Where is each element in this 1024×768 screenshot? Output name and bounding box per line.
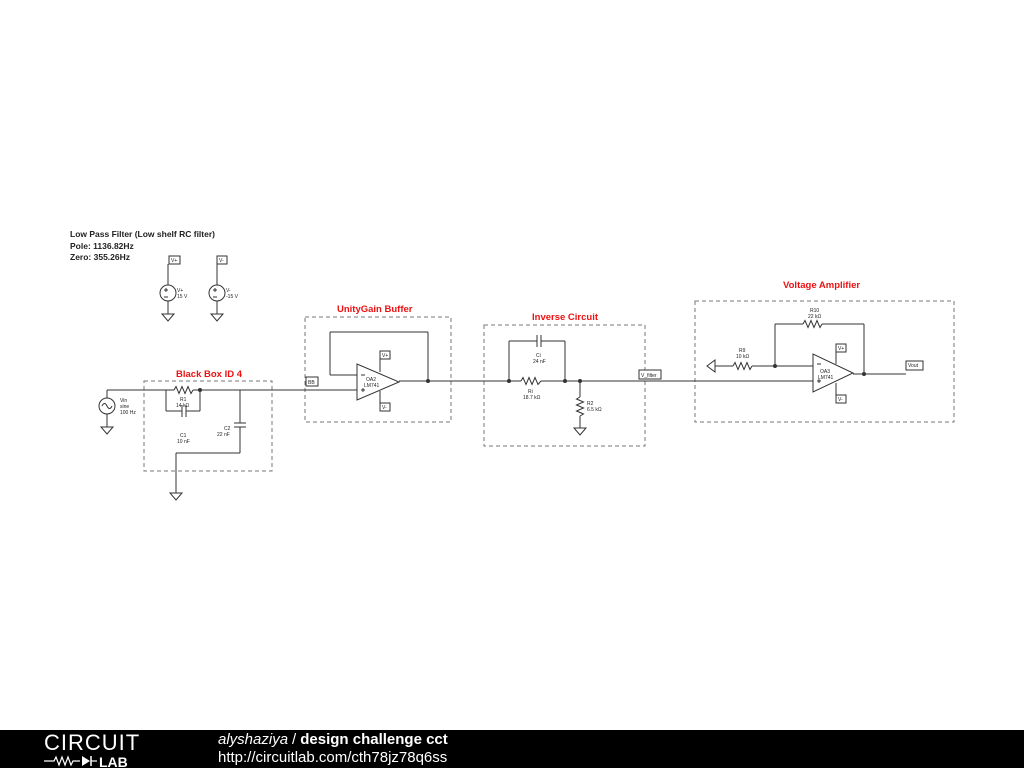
oa2-opamp[interactable] bbox=[356, 359, 401, 404]
r2-resistor bbox=[575, 396, 585, 417]
vplus-name: V+ bbox=[177, 288, 183, 294]
ri-value: 18.7 kΩ bbox=[523, 395, 541, 401]
oa3-vplus-label: V+ bbox=[838, 346, 844, 352]
r1-name: R1 bbox=[180, 397, 187, 403]
c1-value: 10 nF bbox=[177, 439, 190, 445]
ground-symbol bbox=[168, 492, 184, 501]
black-box-circuit bbox=[165, 385, 305, 501]
bb-tag bbox=[305, 376, 319, 387]
ri-resistor bbox=[520, 376, 542, 386]
logo-circuit-text: CIRCUIT bbox=[44, 730, 140, 755]
circuitlab-logo[interactable]: CIRCUIT LAB bbox=[44, 730, 174, 768]
oa3-opamp[interactable] bbox=[812, 351, 855, 396]
vminus-name: V- bbox=[226, 288, 231, 294]
vout-net-label: Vout bbox=[908, 363, 919, 369]
circuit-title: alyshaziya/design challenge cct bbox=[218, 731, 448, 748]
circuit-url[interactable]: http://circuitlab.com/cth78jz78q6ss bbox=[218, 749, 448, 766]
oa2-vplus-tag bbox=[379, 350, 391, 360]
buffer-outline bbox=[304, 316, 452, 423]
oa2-vminus-tag bbox=[379, 402, 391, 412]
oa3-model: LM741 bbox=[818, 375, 834, 381]
filter-note: Low Pass Filter (Low shelf RC filter) Po… bbox=[70, 229, 215, 264]
oa3-name: OA3 bbox=[820, 369, 830, 375]
buffer-title: UnityGain Buffer bbox=[337, 304, 413, 315]
r9-value: 10 kΩ bbox=[736, 354, 749, 360]
inverse-title: Inverse Circuit bbox=[532, 312, 599, 323]
amplifier-outline bbox=[694, 300, 955, 423]
vplus-supply[interactable] bbox=[159, 264, 177, 322]
vfilter-tag bbox=[638, 369, 662, 380]
footer-bar: CIRCUIT LAB alyshaziya/design challenge … bbox=[0, 730, 1024, 768]
oa2-model: LM741 bbox=[364, 383, 380, 389]
r2-name: R2 bbox=[587, 401, 594, 407]
schematic-canvas: Black Box ID 4 UnityGain Buffer Inverse … bbox=[98, 255, 955, 501]
oa3-vplus-tag bbox=[835, 343, 847, 353]
r10-value: 22 kΩ bbox=[808, 314, 821, 320]
vplus-tag bbox=[168, 255, 181, 265]
author-link[interactable]: alyshaziya bbox=[218, 731, 289, 748]
r1-value: 14 kΩ bbox=[176, 403, 189, 409]
vminus-value: -15 V bbox=[226, 294, 239, 300]
r10-name: R10 bbox=[810, 308, 819, 314]
amplifier-wiring bbox=[695, 319, 906, 382]
vin-source[interactable] bbox=[98, 389, 166, 435]
net-label-boxes bbox=[168, 255, 924, 412]
vin-name: Vin bbox=[120, 398, 127, 404]
r1-resistor bbox=[173, 385, 194, 395]
vin-type: sine bbox=[120, 404, 129, 410]
ci-name: Ci bbox=[536, 353, 541, 359]
net-label-vplus: V+ bbox=[171, 258, 177, 264]
black-box-title: Black Box ID 4 bbox=[176, 369, 243, 380]
c2-name: C2 bbox=[224, 426, 231, 432]
title-separator: / bbox=[292, 731, 297, 748]
filter-note-pole: Pole: 1136.82Hz bbox=[70, 240, 134, 251]
vout-tag bbox=[905, 360, 924, 371]
oa2-vplus-label: V+ bbox=[382, 353, 388, 359]
filter-note-zero: Zero: 355.26Hz bbox=[70, 252, 130, 262]
logo-lab-text: LAB bbox=[99, 754, 128, 768]
logo-resistor-icon bbox=[44, 755, 80, 767]
black-box-outline bbox=[143, 380, 273, 472]
amplifier-title: Voltage Amplifier bbox=[783, 280, 860, 291]
c1-name: C1 bbox=[180, 433, 187, 439]
inverse-outline bbox=[483, 324, 646, 447]
vin-freq: 100 Hz bbox=[120, 410, 136, 416]
inverse-circuit bbox=[484, 335, 695, 436]
ri-name: Ri bbox=[528, 389, 533, 395]
ci-value: 24 nF bbox=[533, 359, 546, 365]
r10-resistor bbox=[802, 319, 823, 329]
vfilter-net-label: V_filter bbox=[641, 373, 657, 379]
logo-diode-icon bbox=[82, 756, 90, 766]
c2-value: 22 nF bbox=[217, 432, 230, 438]
r2-value: 6.5 kΩ bbox=[587, 407, 602, 413]
oa2-name: OA2 bbox=[366, 377, 376, 383]
vplus-value: 15 V bbox=[177, 294, 188, 300]
vminus-tag bbox=[216, 255, 228, 265]
r9-name: R9 bbox=[739, 348, 746, 354]
oa2-vminus-label: V- bbox=[382, 405, 387, 411]
oa3-vminus-tag bbox=[835, 394, 847, 404]
project-title[interactable]: design challenge cct bbox=[300, 731, 448, 748]
filter-note-title: Low Pass Filter (Low shelf RC filter) bbox=[70, 229, 215, 239]
vminus-supply[interactable] bbox=[208, 264, 226, 322]
buffer-wiring bbox=[305, 331, 484, 391]
oa3-vminus-label: V- bbox=[838, 397, 843, 403]
r9-resistor bbox=[732, 361, 753, 371]
bb-net-label: BB bbox=[308, 380, 315, 386]
net-label-vminus: V- bbox=[219, 258, 224, 264]
